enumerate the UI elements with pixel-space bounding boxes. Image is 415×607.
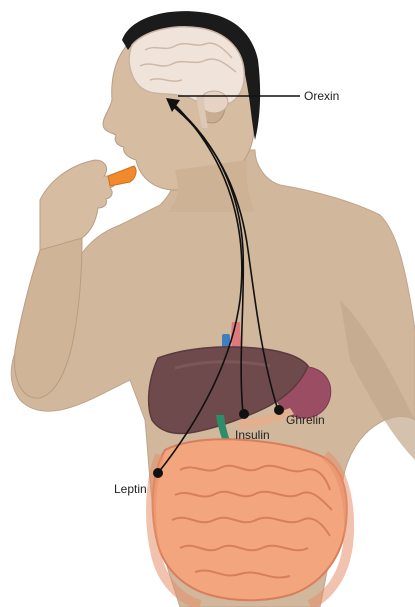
- carrot: [108, 166, 136, 186]
- orexin-label: Orexin: [304, 89, 339, 103]
- leptin-dot: [153, 468, 163, 478]
- ghrelin-dot: [274, 405, 284, 415]
- leptin-label: Leptin: [114, 482, 147, 496]
- ghrelin-label: Ghrelin: [286, 413, 325, 427]
- insulin-dot: [239, 409, 249, 419]
- insulin-label: Insulin: [235, 428, 270, 442]
- small-intestine: [153, 439, 347, 600]
